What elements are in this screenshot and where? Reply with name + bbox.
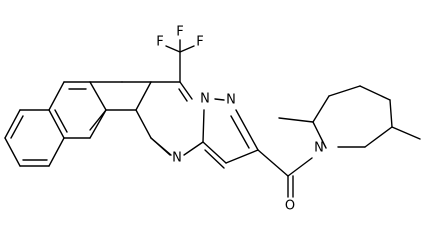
atom-label-n-pyrazole: N bbox=[226, 93, 236, 108]
atom-label-f-top: F bbox=[176, 25, 183, 40]
atom-label-n-bridgehead: N bbox=[200, 92, 210, 107]
atom-label-f-right: F bbox=[196, 35, 203, 50]
chemical-structure: F F F N N N N O bbox=[4, 24, 421, 214]
atom-label-f-left: F bbox=[156, 35, 163, 50]
atom-label-n-pyrimidine: N bbox=[172, 151, 182, 166]
atom-label-o-carbonyl: O bbox=[285, 199, 295, 214]
atom-labels: F F F N N N N O bbox=[156, 25, 324, 214]
atom-label-n-amide: N bbox=[314, 141, 324, 156]
bond-lines bbox=[4, 39, 421, 198]
